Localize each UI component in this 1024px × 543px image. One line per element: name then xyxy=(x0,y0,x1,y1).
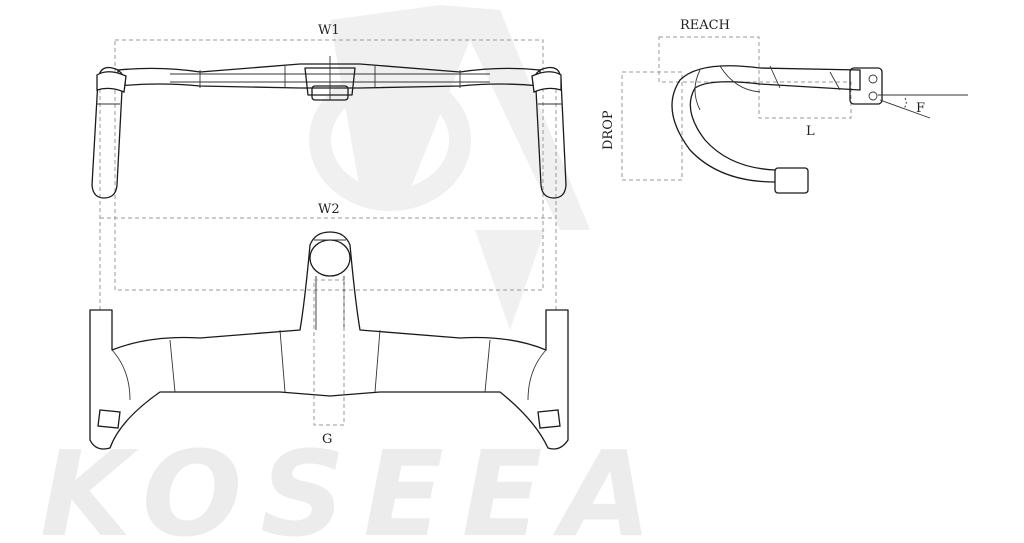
f-label: F xyxy=(916,101,925,116)
drop-label: DROP xyxy=(601,110,616,150)
front-stem-top xyxy=(309,239,351,277)
drop-dimension-box xyxy=(621,71,683,181)
g-dimension-box xyxy=(313,279,345,426)
reach-label: REACH xyxy=(680,18,730,33)
side-bar-curve xyxy=(671,65,861,183)
watermark-logo: KOSEEA xyxy=(40,5,670,543)
side-bar-end-cap xyxy=(774,167,809,194)
handlebar-front-view: G xyxy=(89,231,569,450)
watermark-text: KOSEEA xyxy=(40,425,670,543)
angle-stem-line xyxy=(879,99,931,119)
front-bar-outline xyxy=(89,231,569,450)
l-label: L xyxy=(806,124,815,139)
reach-dimension-box xyxy=(658,36,760,83)
handlebar-top-view: W1 W2 xyxy=(91,23,567,310)
handlebar-side-view: REACH DROP L F xyxy=(601,18,968,194)
l-dimension-box xyxy=(758,81,852,119)
w1-label: W1 xyxy=(318,23,340,38)
stem-clamp xyxy=(304,67,356,96)
side-stem-head xyxy=(849,67,883,105)
w2-label: W2 xyxy=(318,202,340,217)
g-label: G xyxy=(322,432,332,447)
w1-dimension-box xyxy=(114,39,544,291)
